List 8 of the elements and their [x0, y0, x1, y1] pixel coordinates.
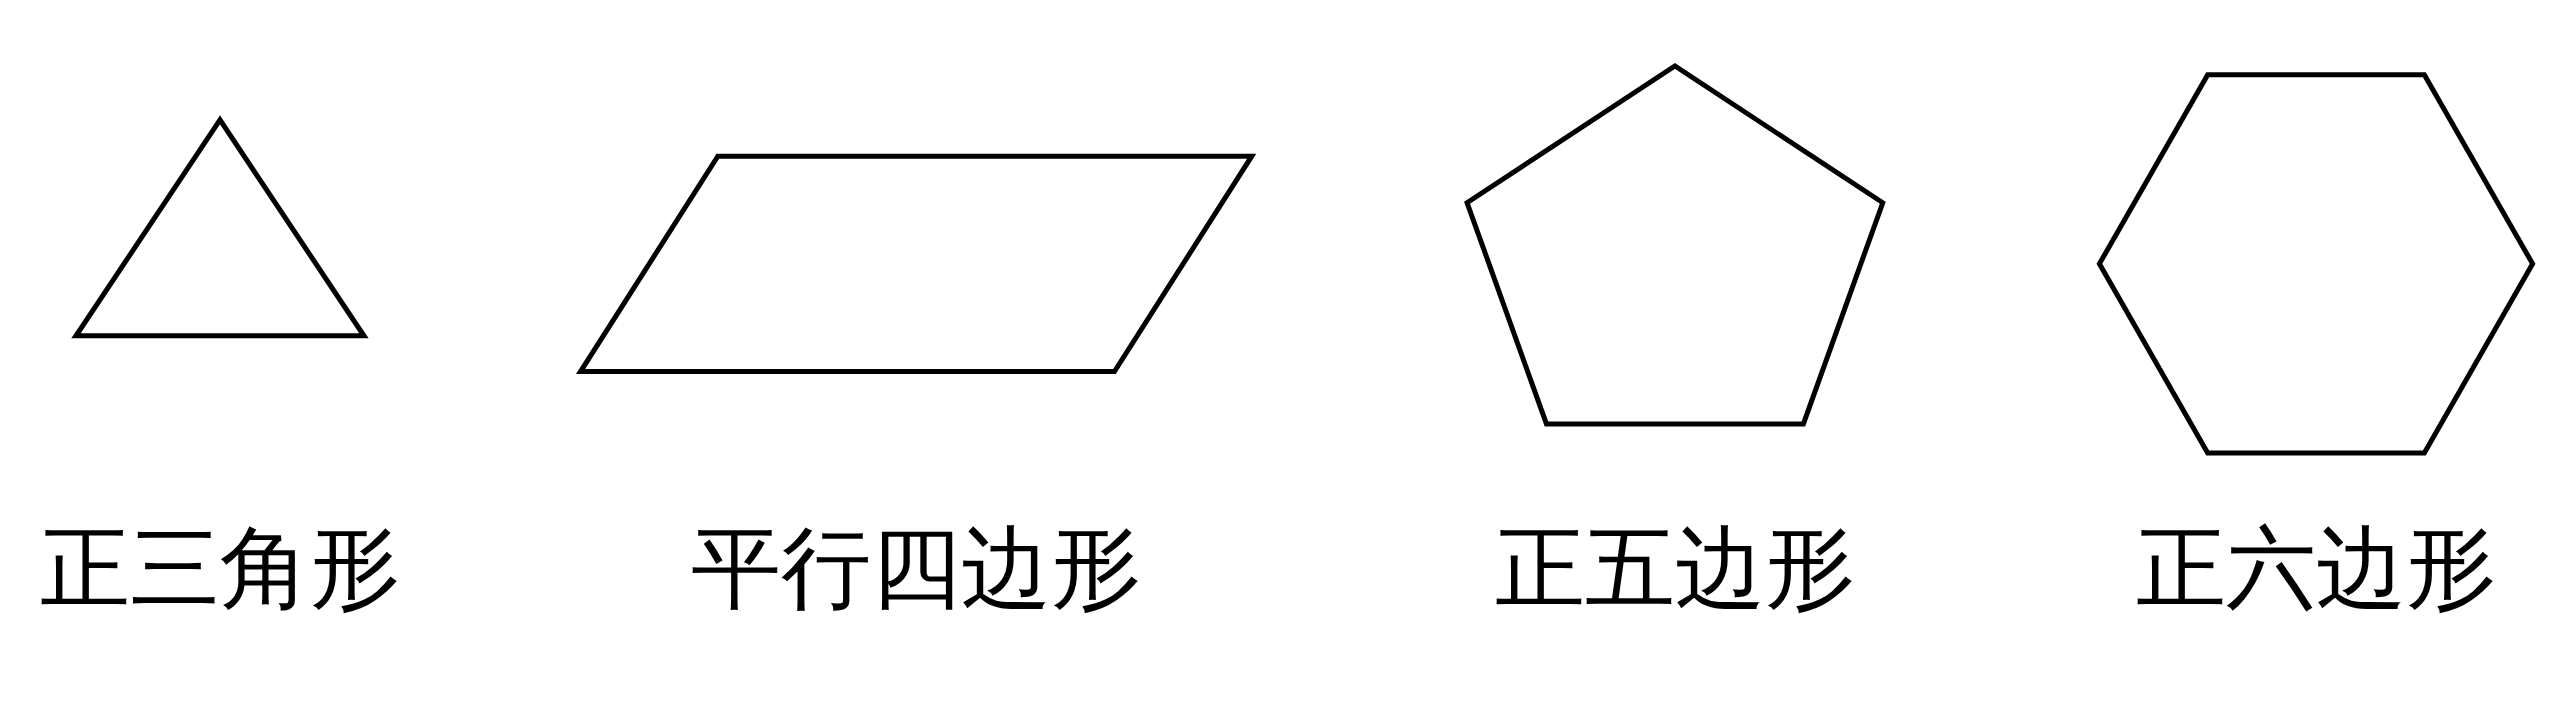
node-label: 正六边形: [2136, 514, 2497, 620]
node-pentagon: [1464, 62, 1886, 426]
node-parallelogram: [575, 153, 1257, 374]
node-hexagon: [2096, 71, 2536, 455]
node-label: 正五边形: [1494, 514, 1855, 620]
node-label: 平行四边形: [691, 514, 1142, 620]
node-triangle: [71, 114, 369, 338]
node-label: 正三角形: [39, 514, 400, 620]
